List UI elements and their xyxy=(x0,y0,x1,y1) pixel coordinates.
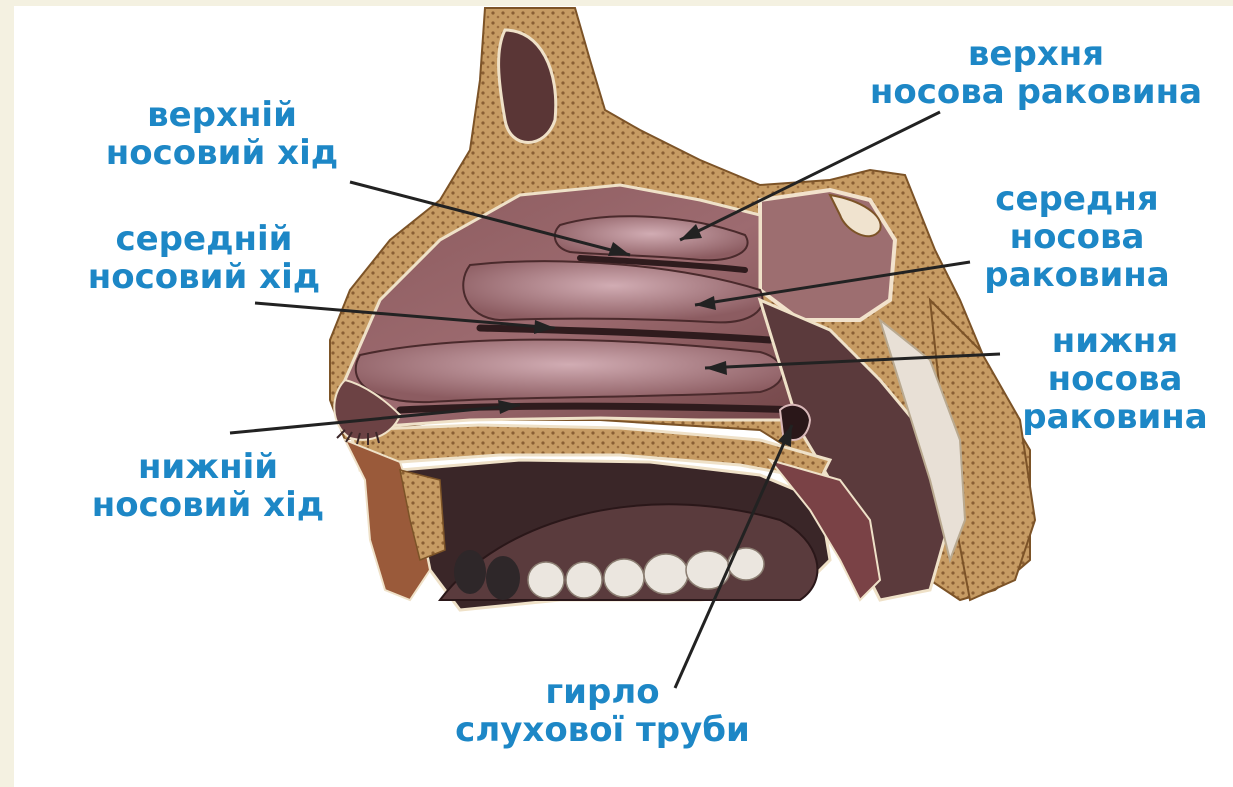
label-middle-meatus-line1: середній xyxy=(78,220,330,258)
label-tube-opening-line1: гирло xyxy=(430,673,775,711)
label-inferior-meatus-line2: носовий хід xyxy=(82,486,334,524)
label-inferior-concha-line1: нижня xyxy=(1010,322,1220,360)
label-superior-concha-line1: верхня xyxy=(850,35,1222,73)
label-middle-concha: середня носова раковина xyxy=(972,180,1182,294)
label-inferior-meatus: нижній носовий хід xyxy=(82,448,334,524)
label-superior-meatus: верхній носовий хід xyxy=(96,96,348,172)
label-middle-meatus: середній носовий хід xyxy=(78,220,330,296)
label-superior-concha: верхня носова раковина xyxy=(850,35,1222,111)
label-tube-opening-line2: слухової труби xyxy=(430,711,775,749)
label-inferior-concha-line3: раковина xyxy=(1010,398,1220,436)
label-superior-meatus-line2: носовий хід xyxy=(96,134,348,172)
sphenoid-sinus xyxy=(760,190,895,320)
label-middle-concha-line3: раковина xyxy=(972,256,1182,294)
label-tube-opening: гирло слухової труби xyxy=(430,673,775,749)
label-middle-meatus-line2: носовий хід xyxy=(78,258,330,296)
label-superior-meatus-line1: верхній xyxy=(96,96,348,134)
label-inferior-concha: нижня носова раковина xyxy=(1010,322,1220,436)
label-middle-concha-line2: носова xyxy=(972,218,1182,256)
label-inferior-concha-line2: носова xyxy=(1010,360,1220,398)
label-middle-concha-line1: середня xyxy=(972,180,1182,218)
label-inferior-meatus-line1: нижній xyxy=(82,448,334,486)
label-superior-concha-line2: носова раковина xyxy=(850,73,1222,111)
